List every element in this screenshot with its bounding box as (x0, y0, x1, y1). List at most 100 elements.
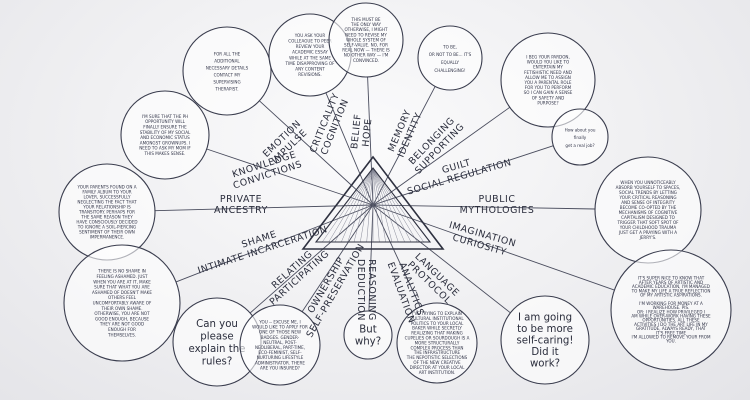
bubble-line: explain the (189, 344, 246, 355)
bubble-line: How about you (565, 127, 596, 132)
triangle-fan-lines (315, 167, 431, 243)
bubble-line: But (359, 325, 376, 336)
category-label-line: REASONING (366, 259, 377, 321)
fan-line (353, 167, 374, 243)
bubble-line: ECO-FEMINIST, SELF- (258, 350, 302, 355)
category-label-line: PRIVATE (220, 194, 262, 205)
category-label-line: PUBLIC (478, 194, 515, 205)
bubble-line: FETISHISTIC NEED AND (524, 70, 572, 75)
bubble-line: YOUR RELATIONSHIP IS (82, 204, 131, 209)
bubble-line: THIS MUST BE (350, 17, 380, 22)
bubble-line: HAVE CONSCIOUSLY DECIDED (76, 219, 137, 224)
bubble-line: CHALLENGING! (434, 68, 466, 73)
fan-line (372, 167, 393, 243)
bubble-line: NEGLECTING THE FACT THAT (77, 199, 137, 204)
category-label-line: BELIEF (349, 113, 364, 149)
fan-line (328, 167, 374, 243)
bubble-line: THEMSELVES. (107, 332, 136, 337)
bubble-line: BADGES. GENDER- (261, 335, 300, 340)
bubble-line: ART INSTITUTION. (419, 370, 456, 375)
spoke-line (372, 106, 511, 206)
category-label: CRITICALITYCOGNITION (308, 92, 352, 159)
bubble-line: TIME DISAPPROVING OF (284, 61, 335, 66)
bubble-line: CONTACT MY (214, 72, 241, 77)
bubble-line: AND SENSE OF INTEGRITY (621, 200, 675, 205)
bubble-line: WOULD LIKE TO APPLY FOR (252, 325, 308, 330)
bubble-line: OF SAFETY AND (532, 95, 565, 100)
fan-line (372, 167, 418, 243)
fan-line (372, 167, 412, 243)
bubble-line: AMONGST GROWNUPS. I (140, 140, 190, 145)
bubble-line: YOUR PARENTS FOUND ON A (76, 184, 136, 189)
bubble-line: I am going (518, 312, 572, 323)
spoke-line (372, 204, 615, 291)
bubble-line: FAMILY ALBUM TO YOUR (82, 189, 131, 194)
bubble-line: to be more (517, 324, 573, 335)
bubble-line: IT'S SUPER NICE TO KNOW THAT (638, 276, 705, 281)
bubble-outline (500, 32, 596, 128)
bubble-line: TO IGNORE A SOIL-PIERCING (77, 224, 136, 229)
bubble-line: REVISIONS. (298, 72, 321, 77)
bubble-line: REVIEW YOUR (296, 44, 325, 49)
outer-triangle (301, 155, 445, 250)
bubble-line: NEED TO REVISE MY (345, 32, 387, 37)
bubble-line: CULTURAL INSTITUTIONAL (410, 316, 464, 321)
bubble-line: I'M ALLOWED TO REMOVE YOUR FROM (631, 335, 711, 340)
bubble-line: get a real job? (565, 143, 594, 148)
bubble-outline (610, 249, 732, 371)
bubble-line: THE NEPOTISTIC SELECTIONS (406, 355, 468, 360)
bubble-line: OR: I REALIZE HOW PRIVILEGED I (637, 309, 705, 314)
fan-line (372, 167, 386, 243)
bubble-line: NEOLIBERAL, PART-TIME, (255, 345, 305, 350)
bubble-line: Can you (196, 319, 238, 330)
bubble-line: ONE OF THOSE NEW (259, 330, 301, 335)
bubble-line: THERE IS NO SHAME IN (97, 269, 146, 274)
bubble-line: WHEN YOU UNNOTICEABLY (620, 180, 676, 185)
bubble-line: THEY ARE NOT GOOD (99, 322, 144, 327)
bubble-line: BECOME CO-OPTED BY THE (620, 205, 677, 210)
bubble-line: finally (574, 135, 587, 140)
bubble-line: ACADEMIC EDUCATION, I'M MANAGED (632, 284, 710, 289)
bubble-line: UNCOMFORTABLY AWARE OF (93, 301, 152, 306)
bubble-line: YOUR CRITICAL REASONING (618, 195, 676, 200)
bubble-line: ARE YOU INSURED? (260, 365, 300, 370)
fan-line (347, 167, 374, 243)
bubble-line: NURTURING LIFESTYLE (257, 355, 304, 360)
bubble-line: THEIR OWN SHAME. (100, 306, 142, 311)
bubble-line: ASHAMED OF DOESN'T MAKE (92, 290, 152, 295)
bubble-line: JERRY'S. (639, 235, 657, 240)
bubble-line: STABILITY OF MY SOCIAL (140, 130, 191, 135)
fan-line (341, 167, 374, 243)
bubble-line: ABSORB YOURSELF TO SPACES, (616, 185, 681, 190)
bubble-line: OTHERWISE, I MIGHT (344, 27, 388, 32)
fan-line (360, 167, 374, 243)
bubble-line: self-caring! (517, 335, 574, 346)
bubble-line: THE ONLY WAY (350, 22, 382, 27)
speech-bubble: How about you finally get a real job? (551, 108, 609, 166)
bubble-line: SUPERVISING (213, 79, 240, 84)
bubble-line: OR NOT TO BE... IT'S (429, 52, 472, 57)
bubble-line: IT'S FREE TIME (656, 330, 687, 335)
bubble-outline (500, 295, 590, 385)
bubble-line: AND ECONOMIC STATUS (140, 135, 190, 140)
fan-line (366, 167, 374, 243)
bubble-line: LOVER, SUCCESSFULLY (83, 194, 131, 199)
bubble-line: NEED TO ASK MY MOM IF (139, 146, 191, 151)
bubble-line: FOR ALL THE (214, 51, 241, 56)
spoke-line (301, 204, 374, 312)
bubble-line: THIS MAKES SENSE. (144, 151, 186, 156)
spoke-line (259, 100, 374, 206)
bubble-line: GRATITUDE, ALWAYS READY, THAT (636, 326, 707, 331)
